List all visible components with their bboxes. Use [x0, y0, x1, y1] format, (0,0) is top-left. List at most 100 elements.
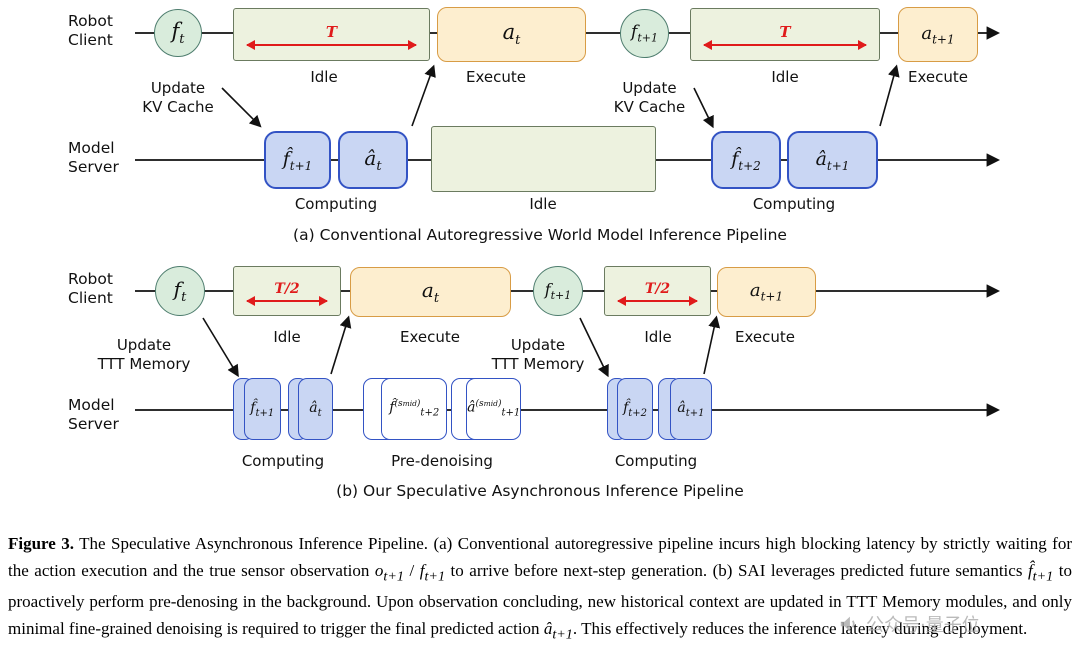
- a-t-label: at: [503, 20, 521, 48]
- update-ttt-memory-label-2: Update TTT Memory: [491, 336, 585, 373]
- predicted-action-box-ahat-t-a: ât: [338, 131, 408, 189]
- model-server-label-a: Model Server: [68, 139, 119, 176]
- math-main: a: [749, 280, 761, 302]
- execute-caption-b1: Execute: [400, 328, 460, 346]
- observation-node-f-t-b: ft: [155, 266, 205, 316]
- chip-main: â(smid)t+1: [466, 378, 521, 440]
- math-sub: t+1: [501, 407, 521, 419]
- robot-client-label-a: Robot Client: [68, 12, 113, 49]
- caption-math-ahat-t1: ât+1: [543, 618, 573, 642]
- math-main: f̂: [731, 147, 739, 170]
- duration-arrow-b1: [246, 295, 328, 306]
- duration-arrow-a1: [246, 40, 417, 50]
- pipeline-b-title: (b) Our Speculative Asynchronous Inferen…: [336, 482, 744, 500]
- math-sub: t: [376, 159, 382, 174]
- duration-T2-label-b2: T/2: [644, 280, 671, 297]
- f-t-label: ft: [171, 19, 184, 47]
- math-sub: t: [181, 290, 187, 305]
- caption-text: The Speculative Asynchronous Inference P…: [8, 534, 1072, 580]
- update-ttt-arrow-1: [202, 317, 239, 378]
- chip-ahat-t-b: ât: [288, 378, 333, 440]
- action-ready-arrow-1: [411, 64, 436, 127]
- math-sub: t+1: [289, 158, 313, 173]
- sup-sub: mid: [483, 399, 498, 409]
- pipeline-b-diagram: Robot Client Model Server ft T/2 at ft+1…: [0, 252, 1080, 510]
- math-main: f: [544, 279, 551, 299]
- math-main: â: [815, 147, 827, 170]
- math-sub: t+1: [424, 567, 446, 584]
- ahat-t-label: ât: [364, 146, 381, 174]
- action-ready-arrow-b2: [703, 315, 721, 375]
- caption-math-f-t1: ft+1: [420, 561, 445, 584]
- chip-ahat-t1-b: ât+1: [658, 378, 712, 440]
- execute-box-b-t: at: [350, 267, 511, 317]
- action-ready-arrow-b1: [330, 315, 352, 375]
- fhat-t2-smid-label: f̂(smid)t+2: [389, 399, 439, 418]
- caption-math-fhat-t1: f̂t+1: [1027, 560, 1053, 584]
- execute-caption-a2: Execute: [908, 68, 968, 86]
- update-ttt-memory-label-1: Update TTT Memory: [97, 336, 191, 373]
- pipeline-a-diagram: Robot Client Model Server ft T at ft+1 T…: [0, 0, 1080, 252]
- chip-ahat-t1-smid: â(smid)t+1: [451, 378, 521, 440]
- robot-idle-box-a1: T: [233, 8, 430, 61]
- math-sub: t+1: [760, 289, 784, 304]
- math-main: o: [374, 560, 384, 580]
- fhat-t1-label: f̂t+1: [250, 400, 274, 419]
- caption-text: /: [404, 560, 420, 580]
- figure-caption: Figure 3. The Speculative Asynchronous I…: [8, 531, 1072, 648]
- math-sub: t: [433, 291, 440, 306]
- update-ttt-arrow-2: [579, 317, 609, 378]
- math-sub: t+1: [1032, 567, 1054, 584]
- math-sub: t+1: [685, 407, 705, 419]
- predicted-obs-box-fhat-t2-a: f̂t+2: [711, 131, 781, 189]
- caption-math-o-t1: ot+1: [374, 560, 404, 584]
- chip-main: f̂t+1: [243, 378, 281, 440]
- math-sub: t: [515, 33, 521, 49]
- model-server-label-b: Model Server: [68, 396, 119, 433]
- sup-close: ): [416, 399, 421, 410]
- math-sub: t+1: [550, 289, 572, 303]
- duration-T2-label-b1: T/2: [274, 280, 300, 297]
- predicted-action-box-ahat-t1-a: ât+1: [787, 131, 878, 189]
- chip-main: ât: [297, 378, 333, 440]
- duration-T-label-a2: T: [779, 23, 791, 41]
- idle-caption-b2: Idle: [644, 328, 672, 346]
- idle-caption-a2: Idle: [771, 68, 799, 86]
- math-sub: t: [179, 32, 185, 48]
- math-sub: t+1: [255, 407, 275, 419]
- math-main: â: [677, 399, 686, 416]
- fhat-t1-label: f̂t+1: [283, 148, 313, 173]
- sup-open: (s: [475, 399, 484, 410]
- chip-fhat-t2-b: f̂t+2: [607, 378, 653, 440]
- math-sub: t+2: [628, 407, 648, 419]
- pipeline-a-title: (a) Conventional Autoregressive World Mo…: [293, 226, 787, 244]
- math-main: f: [171, 18, 180, 43]
- execute-box-b-t1: at+1: [717, 267, 816, 317]
- action-ready-arrow-2: [879, 64, 900, 127]
- predicted-obs-box-fhat-t1-a: f̂t+1: [264, 131, 331, 189]
- a-t-label: at: [422, 278, 439, 306]
- math-main: f̂: [250, 399, 256, 416]
- math-main: f̂: [1027, 560, 1033, 580]
- observation-node-f-t1-a: ft+1: [620, 9, 669, 58]
- ahat-t1-label: ât+1: [816, 148, 850, 173]
- sup-open: (s: [394, 399, 403, 410]
- math-main: a: [502, 20, 516, 45]
- math-main: â: [543, 618, 553, 638]
- predenoising-caption-b: Pre-denoising: [391, 452, 493, 470]
- update-kv-cache-label-1: Update KV Cache: [142, 79, 214, 116]
- f-t1-label: ft+1: [631, 22, 658, 44]
- idle-caption-a1: Idle: [310, 68, 338, 86]
- computing-caption-b1: Computing: [241, 452, 325, 470]
- math-sub: t+1: [826, 158, 850, 173]
- fhat-t2-label: f̂t+2: [623, 400, 647, 419]
- math-main: a: [921, 22, 933, 44]
- a-t1-label: at+1: [921, 23, 954, 47]
- sup-sub: mid: [402, 399, 417, 409]
- computing-caption-a1: Computing: [294, 195, 378, 213]
- f-t-label: ft: [174, 277, 187, 305]
- observation-node-f-t1-b: ft+1: [533, 266, 583, 316]
- math-sub: t+2: [738, 158, 761, 173]
- math-main: â: [467, 399, 476, 416]
